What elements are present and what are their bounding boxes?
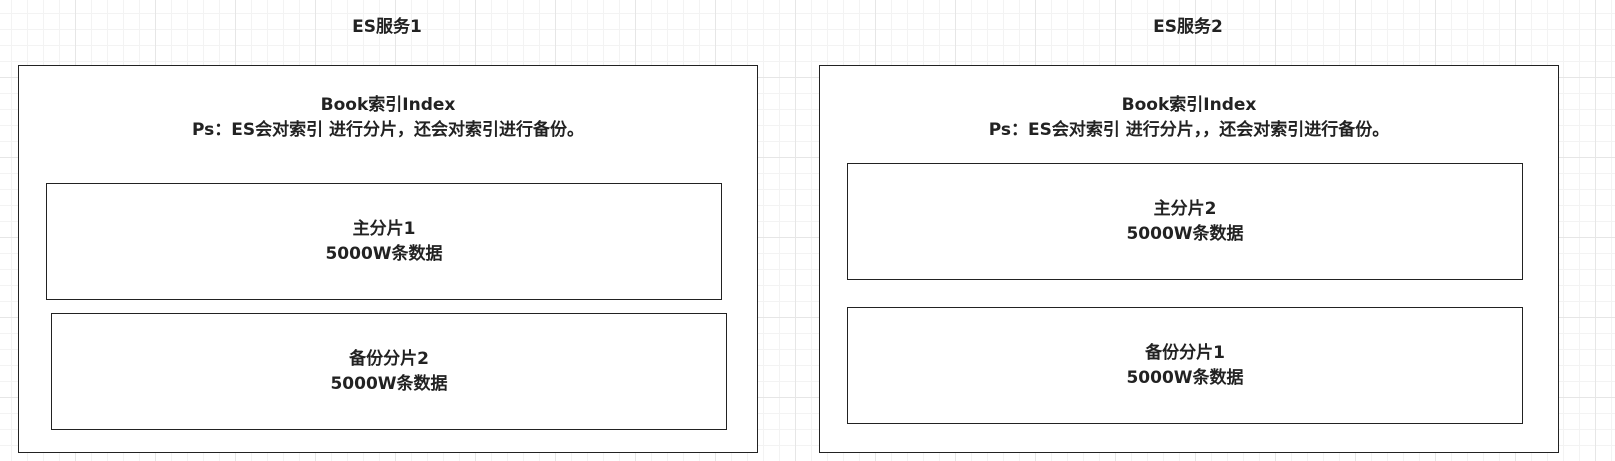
index-note: Ps：ES会对索引 进行分片，，还会对索引进行备份。 — [988, 120, 1390, 140]
index-name: Book索引Index — [320, 95, 456, 115]
shard-count: 5000W条数据 — [325, 243, 443, 264]
replica-shard-2-box: 备份分片2 5000W条数据 — [51, 313, 727, 430]
server-1-title: ES服务1 — [352, 17, 422, 37]
index-name: Book索引Index — [1121, 95, 1257, 115]
server-2-index-label: Book索引Index Ps：ES会对索引 进行分片，，还会对索引进行备份。 — [820, 93, 1558, 143]
server-2-title: ES服务2 — [1153, 17, 1223, 37]
replica-shard-1-box: 备份分片1 5000W条数据 — [847, 307, 1523, 424]
shard-name: 主分片2 — [1153, 198, 1217, 219]
server-1-box: Book索引Index Ps：ES会对索引 进行分片，还会对索引进行备份。 主分… — [18, 65, 758, 453]
server-2-box: Book索引Index Ps：ES会对索引 进行分片，，还会对索引进行备份。 主… — [819, 65, 1559, 453]
shard-count: 5000W条数据 — [1126, 367, 1244, 388]
shard-name: 主分片1 — [352, 218, 416, 239]
shard-count: 5000W条数据 — [1126, 223, 1244, 244]
index-note: Ps：ES会对索引 进行分片，还会对索引进行备份。 — [191, 120, 585, 140]
shard-name: 备份分片2 — [349, 348, 429, 369]
shard-name: 备份分片1 — [1145, 342, 1225, 363]
primary-shard-1-box: 主分片1 5000W条数据 — [46, 183, 722, 300]
shard-count: 5000W条数据 — [330, 373, 448, 394]
primary-shard-2-box: 主分片2 5000W条数据 — [847, 163, 1523, 280]
server-1-index-label: Book索引Index Ps：ES会对索引 进行分片，还会对索引进行备份。 — [19, 93, 757, 143]
